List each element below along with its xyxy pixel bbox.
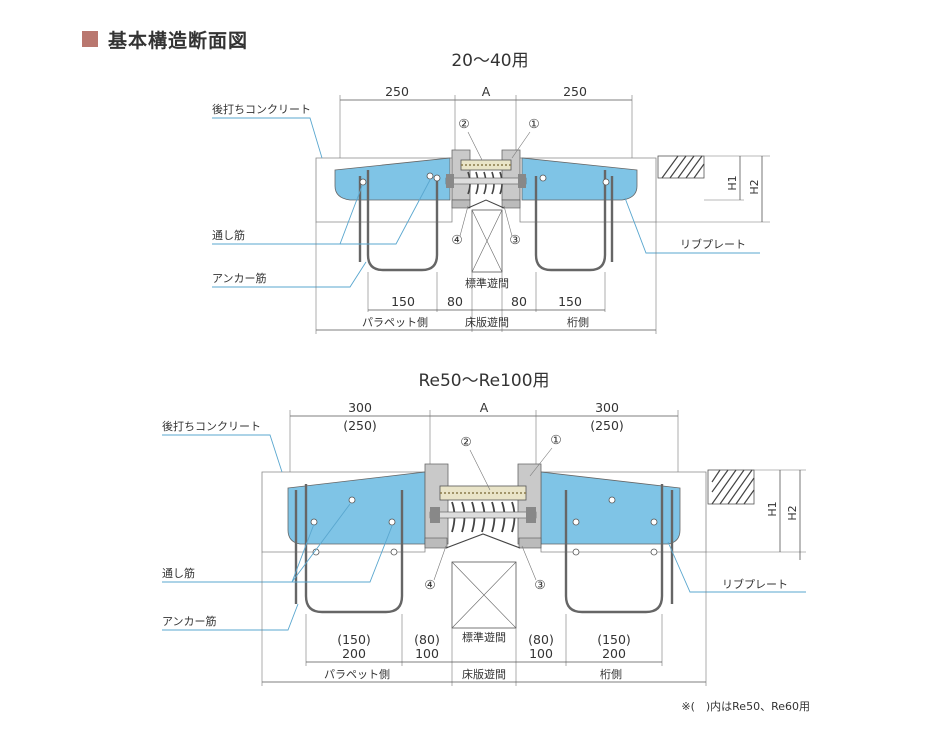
diagram2-gap-box: 標準遊間 — [451, 561, 517, 644]
diagram2-hatched-slab — [707, 469, 755, 505]
diagram1-slab-gap: 床版遊間 — [465, 315, 509, 329]
diagram1-h2: H2 — [748, 179, 761, 194]
diagram1-rib-plate-right — [521, 157, 638, 201]
diagram1-callout-4: ④ — [451, 232, 462, 247]
diagram2-dim-250-right: (250) — [590, 418, 624, 433]
diagram2-title: Re50～Re100用 — [418, 371, 549, 391]
diagram1-height-dims: H1 H2 — [656, 155, 770, 223]
diagram2-rib-plate-right — [540, 471, 681, 545]
diagram2-dim-80-right: (80) — [528, 632, 554, 647]
diagram1-hatched-slab — [657, 155, 705, 179]
diagram2-top-dims: 300 (250) A 300 (250) — [289, 400, 679, 472]
diagram2-dim-250-left: (250) — [343, 418, 377, 433]
diagram2-callout-3: ③ — [534, 577, 545, 592]
page-title-text: 基本構造断面図 — [108, 29, 249, 52]
diagram1-dim-a: A — [482, 84, 491, 99]
diagram1-concrete-left — [315, 157, 453, 223]
diagram2-dim-80-left: (80) — [414, 632, 440, 647]
diagram2-dim-200-left: 200 — [342, 646, 366, 661]
diagram1-rib-plate-left — [334, 157, 451, 201]
diagram2-dim-200-right: 200 — [602, 646, 626, 661]
diagram2-girder-side: 桁側 — [600, 667, 622, 681]
diagram2-concrete-left — [261, 471, 426, 553]
diagram1-parapet-side: パラペット側 — [362, 316, 428, 329]
diagram1-dim-left: 250 — [385, 84, 409, 99]
diagram2-anchor-right — [564, 484, 674, 614]
diagram1-anchor-right — [534, 170, 614, 272]
diagram2-callout-2: ② — [460, 434, 471, 449]
diagram2-dim-150-right: (150) — [597, 632, 631, 647]
diagram2-label-concrete: 後打ちコンクリート — [162, 419, 261, 433]
diagram1-title: 20～40用 — [451, 51, 528, 71]
diagram1-top-dims: 250 A 250 — [339, 84, 633, 158]
diagram1-callout-3: ③ — [509, 232, 520, 247]
diagram1-dim-right: 250 — [563, 84, 587, 99]
diagram2-gap-label: 標準遊間 — [462, 630, 506, 644]
diagram2-dim-300-left: 300 — [348, 400, 372, 415]
diagram1-dim-80-right: 80 — [511, 294, 527, 309]
diagram1-girder-side: 桁側 — [567, 315, 589, 329]
diagram1-callout-1: ① — [528, 116, 539, 131]
page-title: 基本構造断面図 — [82, 26, 248, 52]
diagram1-dim-80-left: 80 — [447, 294, 463, 309]
diagram2-dim-300-right: 300 — [595, 400, 619, 415]
diagram1-label-through-bar: 通し筋 — [212, 228, 245, 242]
diagram2-h1: H1 — [766, 501, 779, 516]
diagram2-slab-gap: 床版遊間 — [462, 667, 506, 681]
diagram1-callout-2: ② — [458, 116, 469, 131]
diagram1-dim-150-right: 150 — [558, 294, 582, 309]
diagram1-label-concrete: 後打ちコンクリート — [212, 102, 311, 116]
diagram1-dim-150-left: 150 — [391, 294, 415, 309]
diagram2-parapet-side: パラペット側 — [324, 668, 390, 681]
diagram2-bottom-dims: (150) 200 (80) 100 (80) 100 (150) 200 パラ… — [261, 552, 707, 686]
diagram2-callout-4: ④ — [424, 577, 435, 592]
diagram2-height-dims: H1 H2 — [706, 469, 806, 560]
diagram1-label-anchor-bar: アンカー筋 — [212, 271, 267, 285]
diagram2-joint — [424, 463, 542, 549]
diagram2-dim-100-right: 100 — [529, 646, 553, 661]
diagram1-bottom-dims: 150 80 80 150 パラペット側 床版遊間 桁側 — [315, 222, 657, 334]
diagram1-joint — [445, 149, 527, 209]
diagram2-rib-plate-left — [287, 471, 426, 545]
diagram-20-40: 20～40用 250 A 250 H1 H2 — [212, 51, 770, 334]
diagram2-label-through-bar: 通し筋 — [162, 566, 195, 580]
diagram2-label-rib-plate: リブプレート — [722, 577, 788, 591]
diagram2-callout-1: ① — [550, 432, 561, 447]
diagram2-dim-150-left: (150) — [337, 632, 371, 647]
diagram1-label-rib-plate: リブプレート — [680, 237, 746, 251]
diagram1-h1: H1 — [726, 175, 739, 190]
footnote: ※( )内はRe50、Re60用 — [681, 699, 810, 713]
title-square-icon — [82, 31, 98, 47]
diagram2-dim-100-left: 100 — [415, 646, 439, 661]
diagram2-h2: H2 — [786, 505, 799, 520]
diagram2-label-anchor-bar: アンカー筋 — [162, 614, 217, 628]
diagram1-gap-box: 標準遊間 — [465, 209, 509, 290]
diagram1-gap-label: 標準遊間 — [465, 276, 509, 290]
diagram-re50-re100: Re50～Re100用 300 (250) A 300 (250) H1 H2 — [162, 371, 810, 713]
diagram2-dim-a: A — [480, 400, 489, 415]
